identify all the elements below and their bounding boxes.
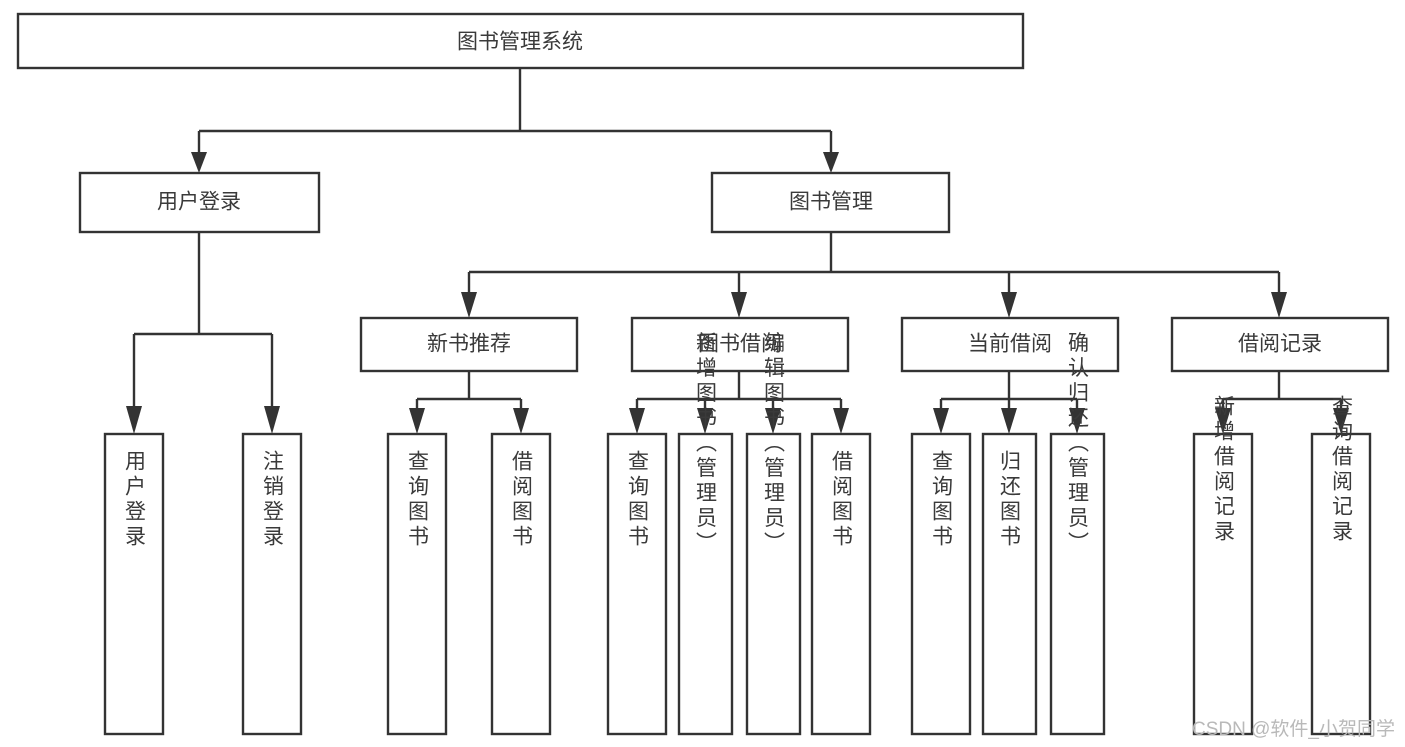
node-user-login-label: 用户登录 [157, 191, 241, 214]
arrowhead-borrow-record [1271, 292, 1287, 318]
arrowhead-leaf-query-borrow-record [1333, 408, 1349, 434]
leaf-return-book-label: 归还图书 [998, 450, 1022, 550]
node-new-book-recommend-box[interactable] [359, 316, 579, 373]
leaf-user-login-box[interactable] [103, 432, 165, 736]
node-user-login-box[interactable] [78, 171, 321, 234]
node-root[interactable]: 图书管理系统 [16, 12, 1025, 70]
leaf-confirm-return-admin-box[interactable] [1049, 432, 1106, 736]
node-book-management-label: 图书管理 [789, 191, 873, 214]
leaf-query-borrow-record-box[interactable] [1310, 432, 1372, 736]
arrowhead-user-login [191, 152, 207, 173]
leaf-logout-login-label: 注销登录 [261, 450, 285, 550]
node-book-borrow-label: 图书借阅 [698, 333, 782, 356]
leaf-logout-login-box[interactable] [241, 432, 303, 736]
leaf-user-login[interactable]: 用户登录 [103, 432, 165, 736]
node-borrow-record-label: 借阅记录 [1238, 333, 1322, 356]
arrowhead-leaf-user-login [126, 406, 142, 434]
arrowhead-new-book [461, 292, 477, 318]
node-book-borrow-box[interactable] [630, 316, 850, 373]
leaf-query-book-1-box[interactable] [386, 432, 448, 736]
arrowhead-leaf-logout-login [264, 406, 280, 434]
leaf-query-book-3-label: 查询图书 [930, 450, 954, 550]
leaf-query-book-1-label: 查询图书 [406, 450, 430, 550]
leaf-borrow-book-1[interactable]: 借阅图书 [490, 432, 552, 736]
node-root-box[interactable] [16, 12, 1025, 70]
leaf-add-borrow-record[interactable]: 新增借阅记录 [1192, 395, 1254, 736]
leaf-add-borrow-record-label: 新增借阅记录 [1212, 395, 1236, 545]
arrowhead-leaf-borrow-book-2 [833, 408, 849, 434]
arrowhead-current-borrow [1001, 292, 1017, 318]
leaf-user-login-label: 用户登录 [123, 450, 147, 550]
node-user-login[interactable]: 用户登录 [78, 171, 321, 234]
leaf-query-book-3[interactable]: 查询图书 [910, 432, 972, 736]
arrowhead-leaf-return-book [1001, 408, 1017, 434]
leaf-query-book-1[interactable]: 查询图书 [386, 432, 448, 736]
arrowhead-leaf-borrow-book-1 [513, 408, 529, 434]
node-current-borrow-box[interactable] [900, 316, 1120, 373]
node-current-borrow-label: 当前借阅 [968, 333, 1052, 356]
leaf-return-book[interactable]: 归还图书 [981, 432, 1038, 736]
leaf-add-book-admin-box[interactable] [677, 432, 734, 736]
leaf-confirm-return-admin[interactable]: 确认归还（管理员） [1049, 332, 1106, 736]
arrowhead-leaf-add-borrow-record [1215, 408, 1231, 434]
node-borrow-record-box[interactable] [1170, 316, 1390, 373]
leaf-query-borrow-record[interactable]: 查询借阅记录 [1310, 395, 1372, 736]
leaf-borrow-book-2-box[interactable] [810, 432, 872, 736]
node-new-book-recommend-label: 新书推荐 [427, 333, 511, 356]
leaf-add-borrow-record-box[interactable] [1192, 432, 1254, 736]
leaf-query-book-2-box[interactable] [606, 432, 668, 736]
node-root-label: 图书管理系统 [457, 31, 583, 54]
leaf-borrow-book-2[interactable]: 借阅图书 [810, 432, 872, 736]
node-book-management-box[interactable] [710, 171, 951, 234]
leaf-query-borrow-record-label: 查询借阅记录 [1330, 395, 1354, 545]
leaf-borrow-book-2-label: 借阅图书 [830, 450, 854, 550]
arrowhead-book-mgmt [823, 152, 839, 173]
arrowhead-leaf-edit-book-admin [765, 408, 781, 434]
leaf-return-book-box[interactable] [981, 432, 1038, 736]
arrowhead-leaf-query-book-2 [629, 408, 645, 434]
leaf-query-book-2-label: 查询图书 [626, 450, 650, 550]
node-borrow-record[interactable]: 借阅记录 [1170, 316, 1390, 373]
leaf-query-book-2[interactable]: 查询图书 [606, 432, 668, 736]
leaf-add-book-admin-label: 新增图书（管理员） [694, 332, 718, 557]
arrowhead-book-borrow [731, 292, 747, 318]
leaf-edit-book-admin-label: 编辑图书（管理员） [762, 332, 786, 557]
node-book-borrow[interactable]: 图书借阅 [630, 316, 850, 373]
leaf-borrow-book-1-label: 借阅图书 [510, 450, 534, 550]
leaf-query-book-3-box[interactable] [910, 432, 972, 736]
leaf-edit-book-admin-box[interactable] [745, 432, 802, 736]
leaf-logout-login[interactable]: 注销登录 [241, 432, 303, 736]
leaf-add-book-admin[interactable]: 新增图书（管理员） [677, 332, 734, 736]
leaf-confirm-return-admin-label: 确认归还（管理员） [1066, 332, 1090, 557]
arrowhead-leaf-confirm-return [1069, 408, 1085, 434]
leaf-borrow-book-1-box[interactable] [490, 432, 552, 736]
node-new-book-recommend[interactable]: 新书推荐 [359, 316, 579, 373]
node-book-management[interactable]: 图书管理 [710, 171, 951, 234]
node-current-borrow[interactable]: 当前借阅 [900, 316, 1120, 373]
arrowhead-leaf-query-book-3 [933, 408, 949, 434]
connector-layer [126, 68, 1349, 434]
leaf-edit-book-admin[interactable]: 编辑图书（管理员） [745, 332, 802, 736]
arrowhead-leaf-add-book-admin [697, 408, 713, 434]
arrowhead-leaf-query-book-1 [409, 408, 425, 434]
